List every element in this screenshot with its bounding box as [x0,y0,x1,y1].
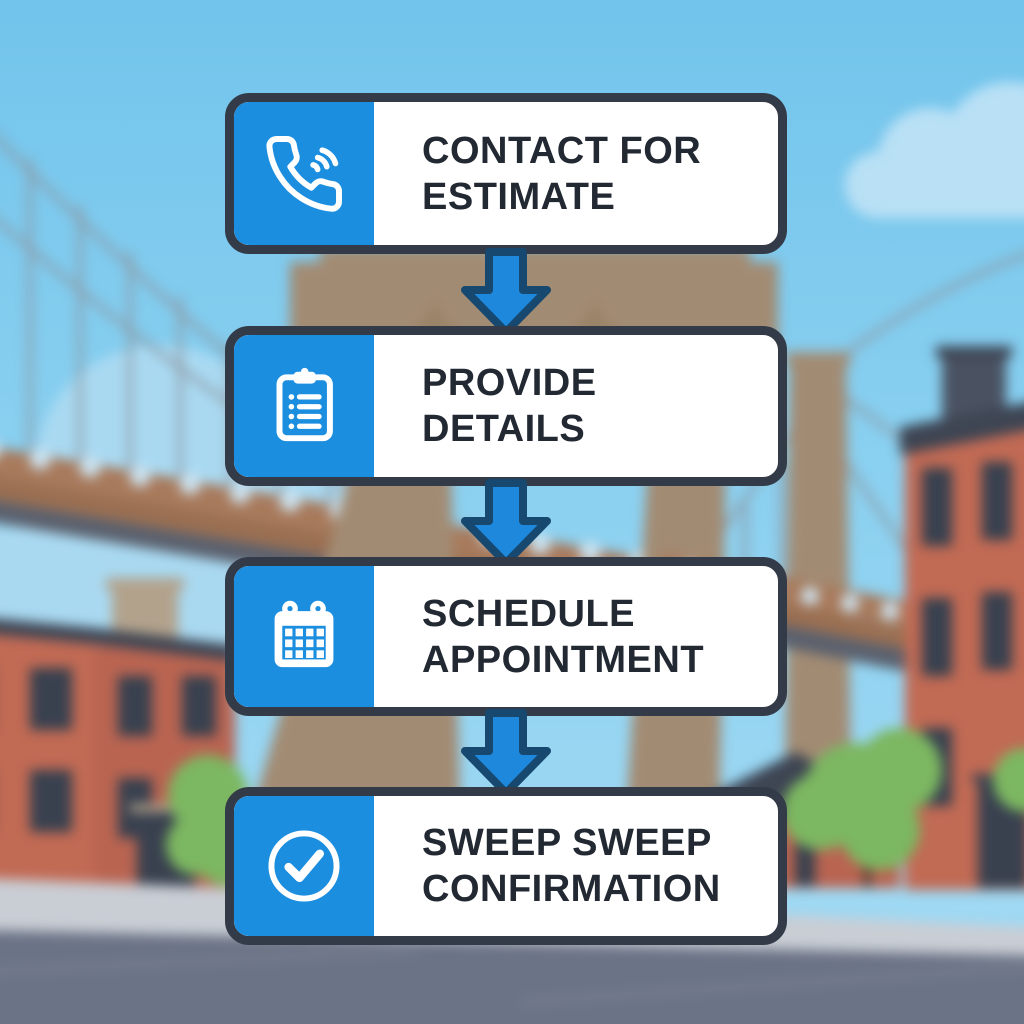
step-icon-pane [234,566,374,707]
building-right-tall [900,346,1024,890]
step-schedule-appointment: SCHEDULE APPOINTMENT [225,557,787,716]
tree-right [782,728,1024,889]
flow-arrow [461,248,551,336]
flow-arrow [461,479,551,567]
road [0,930,1024,1024]
step-icon-pane [234,796,374,936]
step-label-line1: CONTACT FOR [422,129,702,172]
step-label-line1: SWEEP SWEEP [422,822,712,864]
step-label-line1: PROVIDE [422,362,597,404]
road-line [519,965,1024,1004]
step-icon-pane [234,102,374,245]
phone-icon [266,135,342,212]
step-label-line2: ESTIMATE [422,175,616,218]
step-icon-pane [234,335,374,477]
step-provide-details: PROVIDE DETAILS [225,326,787,486]
calendar-icon [274,600,334,667]
step-label-line2: DETAILS [422,408,586,450]
step-label: SCHEDULE APPOINTMENT [374,566,778,707]
step-label-line2: CONFIRMATION [422,868,721,910]
step-contact-for-estimate: CONTACT FOR ESTIMATE [225,93,787,254]
step-label: PROVIDE DETAILS [374,335,778,477]
clipboard-icon [276,367,333,442]
step-label: SWEEP SWEEP CONFIRMATION [374,796,778,936]
step-label-line2: APPOINTMENT [422,638,705,681]
step-label: CONTACT FOR ESTIMATE [374,102,778,245]
step-label-line1: SCHEDULE [422,592,636,635]
road-line [0,948,421,974]
check-circle-icon [268,830,340,902]
flow-arrow [461,709,551,797]
step-sweep-confirmation: SWEEP SWEEP CONFIRMATION [225,787,787,945]
